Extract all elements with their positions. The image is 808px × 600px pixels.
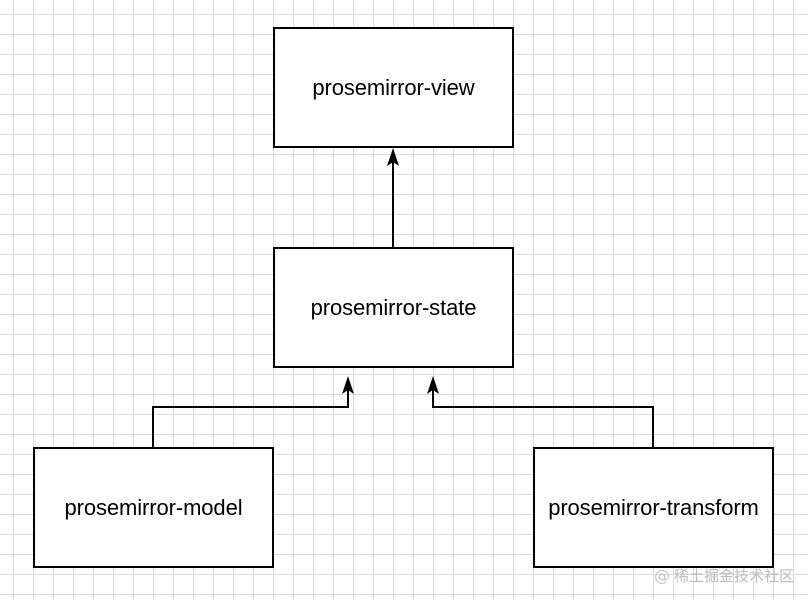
arrowhead-state-left [342, 376, 354, 394]
edge-transform-to-state [432, 384, 654, 447]
edge-model-to-state [152, 384, 349, 447]
node-prosemirror-state[interactable]: prosemirror-state [273, 247, 514, 368]
arrowhead-view [387, 148, 399, 166]
at-icon: @ [653, 566, 670, 585]
node-prosemirror-view[interactable]: prosemirror-view [273, 27, 514, 148]
watermark-text: 稀土掘金技术社区 [673, 567, 794, 585]
node-label: prosemirror-model [64, 494, 243, 520]
node-label: prosemirror-state [310, 294, 477, 320]
node-label: prosemirror-view [312, 74, 475, 100]
node-prosemirror-model[interactable]: prosemirror-model [33, 447, 274, 568]
arrowhead-state-right [427, 376, 439, 394]
watermark: @ 稀土掘金技术社区 [654, 565, 794, 586]
node-label: prosemirror-transform [548, 494, 759, 520]
node-prosemirror-transform[interactable]: prosemirror-transform [533, 447, 774, 568]
